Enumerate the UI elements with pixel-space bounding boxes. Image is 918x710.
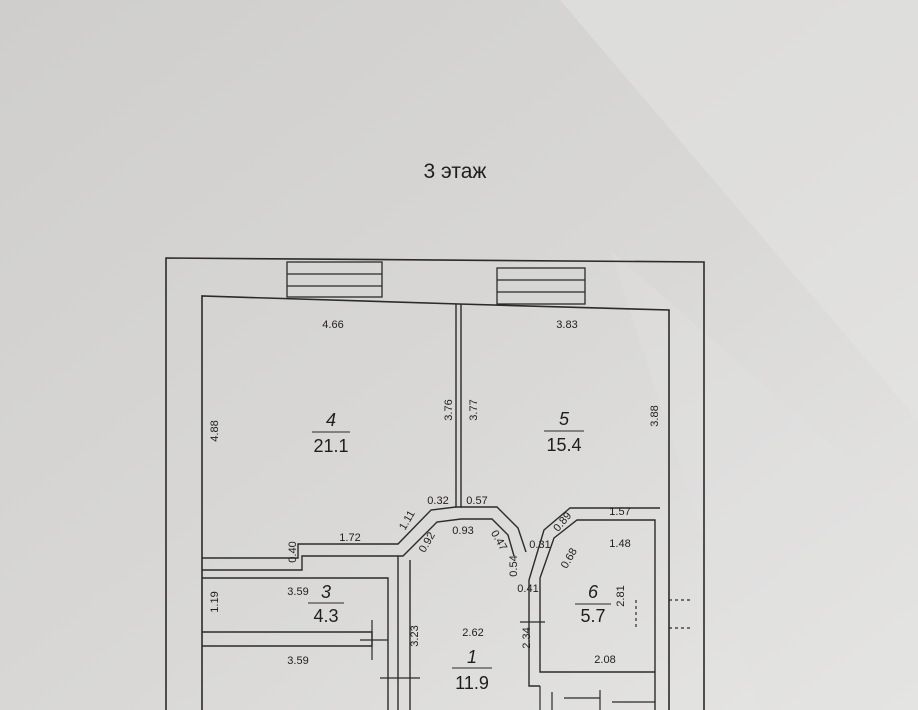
- light-reflection-lower: [610, 250, 918, 710]
- room-4-number: 4: [326, 410, 336, 430]
- room-5-area: 15.4: [546, 435, 581, 455]
- room-4-area: 21.1: [313, 436, 348, 456]
- room-6-area: 5.7: [580, 606, 605, 626]
- dim-wall-left: 3.76: [443, 399, 455, 420]
- stairs: [539, 686, 655, 710]
- dim-093: 0.93: [452, 525, 473, 537]
- dim-032: 0.32: [427, 495, 448, 507]
- dim-157: 1.57: [609, 506, 630, 518]
- dim-054: 0.54: [508, 555, 520, 576]
- room-3-number: 3: [321, 582, 331, 602]
- dim-hall-left: 3.23: [409, 625, 421, 646]
- dim-040: 0.40: [287, 541, 299, 562]
- dim-corridor-width: 3.59: [287, 655, 308, 667]
- dim-room6-height: 2.81: [615, 585, 627, 606]
- room-1-number: 1: [467, 647, 477, 667]
- dim-room3-width: 3.59: [287, 586, 308, 598]
- dim-057: 0.57: [466, 495, 487, 507]
- dim-room5-height: 3.88: [649, 405, 661, 426]
- floor-title: 3 этаж: [424, 160, 487, 183]
- dim-wall-right: 3.77: [468, 399, 480, 420]
- dim-172: 1.72: [339, 532, 360, 544]
- room-1-area: 11.9: [455, 673, 489, 693]
- dim-room4-height: 4.88: [209, 420, 221, 441]
- outer-walls: [165, 257, 705, 710]
- dim-hall-width: 2.62: [462, 627, 483, 639]
- light-reflection: [560, 0, 918, 420]
- window-left: [286, 261, 383, 298]
- dim-room3-height: 1.19: [209, 591, 221, 612]
- dim-041: 0.41: [517, 583, 538, 595]
- room-3-area: 4.3: [313, 606, 338, 626]
- window-right: [496, 267, 586, 305]
- room-labels: 4 21.1 5 15.4 3 4.3 6 5.7 1 11.9: [308, 409, 611, 693]
- dim-room5-width: 3.83: [556, 319, 577, 331]
- dim-148: 1.48: [609, 538, 630, 550]
- dim-room4-width: 4.66: [322, 319, 343, 331]
- room-5-number: 5: [559, 409, 570, 429]
- room-6-number: 6: [588, 582, 599, 602]
- dim-031: 0.31: [529, 539, 550, 551]
- dim-hall-right: 2.34: [521, 627, 533, 648]
- door-marks: [360, 599, 690, 679]
- dim-room6-width: 2.08: [594, 654, 615, 666]
